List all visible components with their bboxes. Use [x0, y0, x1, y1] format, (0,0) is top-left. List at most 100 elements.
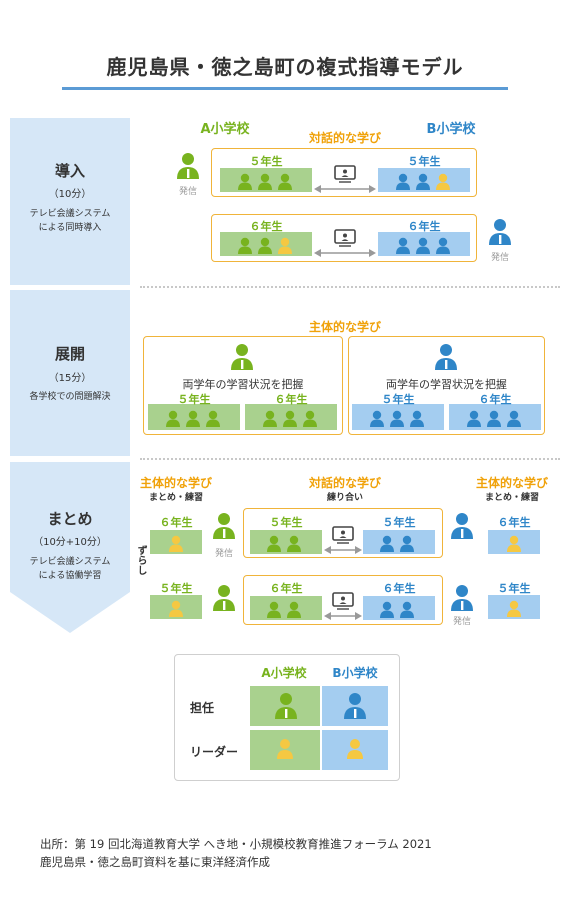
class-b-g5-summary — [363, 530, 435, 554]
intro-g6-frame — [211, 214, 477, 262]
phase-summary-time: （10分+10分） — [33, 537, 107, 548]
teacher-a-summary-2 — [212, 584, 236, 616]
source-line-2: 鹿児島県・徳之島町資料を基に東洋経済作成 — [40, 855, 270, 869]
summary-g5-frame — [243, 508, 443, 558]
teacher-b-intro — [488, 218, 512, 250]
teacher-icon — [489, 219, 511, 245]
class-a-g6-develop — [245, 404, 337, 430]
legend-school-b: B小学校 — [332, 666, 378, 680]
teacher-icon — [435, 344, 457, 370]
phase-intro-desc-1: テレビ会議システム — [29, 209, 111, 219]
class-a-g6-self-label: ６年生 — [159, 516, 193, 529]
class-b-g5-develop — [352, 404, 444, 430]
class-a-g6-develop-label: ６年生 — [274, 393, 308, 406]
teacher-icon — [177, 153, 199, 179]
class-b-g5-develop-label: ５年生 — [381, 393, 415, 406]
summary-matome-left: まとめ・練習 — [148, 493, 203, 503]
class-b-g6-self — [488, 530, 540, 554]
phase-develop-time: （15分） — [48, 373, 92, 384]
zurashi-label: ずらし — [135, 545, 146, 575]
teacher-a-summary-1 — [212, 512, 236, 544]
develop-a-caption: 両学年の学習状況を把握 — [182, 378, 304, 391]
legend-tannin-label: 担任 — [190, 701, 215, 715]
source-line-1: 出所：第 19 回北海道教育大学 へき地・小規模校教育推進フォーラム 2021 — [40, 837, 432, 851]
teacher-icon — [275, 693, 297, 719]
legend-school-a: A小学校 — [261, 666, 307, 680]
class-a-g5-intro — [220, 168, 312, 192]
class-b-g6-self-label: ６年生 — [497, 516, 531, 529]
leader-student-icon — [277, 739, 293, 759]
develop-a-frame — [143, 336, 343, 435]
summary-g6-frame — [243, 575, 443, 625]
legend-leader-label: リーダー — [190, 745, 239, 759]
school-b-header: B小学校 — [426, 122, 476, 137]
title-underline — [62, 87, 508, 90]
legend-b-teacher — [343, 692, 367, 724]
summary-matome-right: まとめ・練習 — [484, 493, 539, 503]
class-b-g5-intro-label: ５年生 — [407, 155, 441, 168]
teacher-icon — [344, 693, 366, 719]
class-b-g6-summary-label: ６年生 — [382, 582, 416, 595]
class-b-g6-develop-label: ６年生 — [478, 393, 512, 406]
class-b-g5-self-label: ５年生 — [497, 582, 531, 595]
teacher-b-develop — [434, 343, 458, 375]
class-a-g5-summary-label: ５年生 — [269, 516, 303, 529]
teacher-icon — [451, 585, 473, 611]
summary-shutai-right: 主体的な学び — [475, 476, 548, 490]
class-a-g6-summary-label: ６年生 — [269, 582, 303, 595]
class-b-g6-develop — [449, 404, 541, 430]
intro-taiwa-label: 対話的な学び — [308, 131, 381, 145]
teacher-icon — [451, 513, 473, 539]
hasshin-label-4: 発信 — [452, 617, 471, 627]
teacher-a-develop — [230, 343, 254, 375]
class-b-g6-summary — [363, 596, 435, 620]
legend-a-leader — [276, 738, 294, 764]
phase-summary-title: まとめ — [47, 510, 93, 528]
develop-shutai-label: 主体的な学び — [308, 320, 381, 334]
class-a-g6-self — [150, 530, 202, 554]
class-a-g6-intro-label: ６年生 — [249, 220, 283, 233]
legend-b-leader — [346, 738, 364, 764]
hasshin-label-2: 発信 — [490, 253, 509, 263]
teacher-b-summary-2 — [450, 584, 474, 616]
summary-shutai-left: 主体的な学び — [139, 476, 212, 490]
class-a-g5-summary — [250, 530, 322, 554]
class-a-g6-summary — [250, 596, 322, 620]
phase-summary-arrow — [10, 462, 130, 633]
phase-develop-title: 展開 — [54, 345, 85, 363]
develop-b-caption: 両学年の学習状況を把握 — [386, 378, 507, 391]
phase-develop-panel — [10, 290, 130, 456]
phase-summary-desc-1: テレビ会議システム — [29, 557, 111, 567]
legend-a-tannin-cell — [250, 686, 320, 726]
phase-intro-panel — [10, 118, 130, 285]
class-b-g5-self — [488, 595, 540, 619]
legend-a-teacher — [274, 692, 298, 724]
class-a-g5-intro-label: ５年生 — [249, 155, 283, 168]
class-a-g5-self-label: ５年生 — [159, 582, 193, 595]
legend-b-tannin-cell — [322, 686, 388, 726]
class-a-g6-intro — [220, 232, 312, 256]
class-a-g5-develop — [148, 404, 240, 430]
teacher-icon — [213, 513, 235, 539]
phase-intro-desc-2: による同時導入 — [38, 223, 102, 233]
class-b-g6-intro-label: ６年生 — [407, 220, 441, 233]
teacher-a-intro — [176, 152, 200, 184]
page-title: 鹿児島県・徳之島町の複式指導モデル — [106, 55, 464, 79]
teacher-icon — [213, 585, 235, 611]
separator-2 — [140, 458, 560, 460]
school-a-header: A小学校 — [200, 122, 250, 137]
phase-summary-desc-2: による協働学習 — [38, 571, 102, 581]
class-a-g5-develop-label: ５年生 — [177, 393, 211, 406]
phase-intro-time: （10分） — [48, 189, 92, 200]
phase-develop-desc: 各学校での問題解決 — [29, 392, 111, 402]
summary-taiwa: 対話的な学び — [308, 476, 381, 490]
class-b-g5-summary-label: ５年生 — [382, 516, 416, 529]
class-b-g6-intro — [378, 232, 470, 256]
phase-intro-title: 導入 — [54, 162, 85, 180]
separator-1 — [140, 286, 560, 288]
hasshin-label-3: 発信 — [214, 549, 233, 559]
leader-student-icon — [347, 739, 363, 759]
class-b-g5-intro — [378, 168, 470, 192]
summary-neriai: 練り合い — [326, 493, 363, 503]
